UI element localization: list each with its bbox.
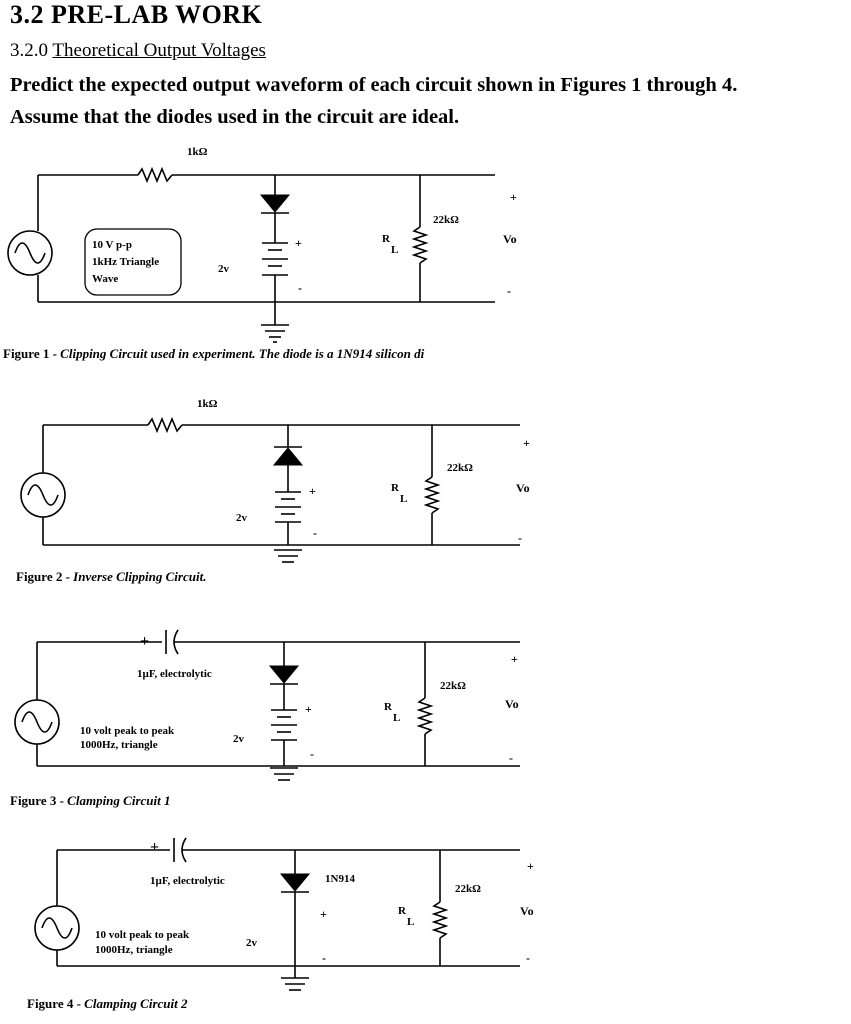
source-spec-line-3: Wave [92,273,118,285]
load-resistor-symbol [416,697,434,735]
figure-1-caption-text: Clipping Circuit used in experiment. The… [60,346,425,361]
vo-minus: - [518,531,522,545]
figure-1-caption: Figure 1 - Clipping Circuit used in expe… [3,346,424,362]
battery-minus: - [298,281,302,295]
ac-source-symbol [7,230,53,276]
vo-label: Vo [505,697,519,711]
vo-minus: - [509,751,513,765]
battery-label: 2v [218,263,230,275]
rl-label: R [398,905,407,917]
battery-label: 2v [246,937,258,949]
figure-3-caption: Figure 3 - Clamping Circuit 1 [10,793,170,809]
diode-symbol [272,447,304,466]
rl-value-label: 22kΩ [433,214,459,226]
battery-label: 2v [233,733,245,745]
resistor-label: 1kΩ [187,146,208,158]
source-spec-line-1: 10 volt peak to peak [95,929,190,941]
figure-4-caption-text: Clamping Circuit 2 [84,996,188,1011]
subsection-heading: 3.2.0 Theoretical Output Voltages [10,40,266,62]
rl-label: R [384,701,393,713]
battery-2v-symbol [271,702,297,766]
ground-symbol [270,767,298,781]
capacitor-plus: + [150,839,159,856]
figure-1-clipping-circuit: 10 V p-p 1kHz Triangle Wave 1kΩ 2v + - 2… [7,146,517,343]
load-resistor-symbol [411,226,429,264]
capacitor-label: 1µF, electrolytic [150,875,225,887]
vo-label: Vo [503,232,517,246]
ground-symbol [281,977,309,991]
diode-symbol [279,873,311,892]
section-title: 3.2 PRE-LAB WORK [10,0,263,29]
battery-plus: + [295,236,302,250]
rl-value-label: 22kΩ [455,883,481,895]
load-resistor-symbol [431,901,449,939]
source-spec-line-2: 1000Hz, triangle [95,944,173,956]
rl-value-label: 22kΩ [440,680,466,692]
resistor-1k-symbol [137,166,173,184]
vo-plus: + [511,652,518,666]
vo-label: Vo [520,904,534,918]
figure-2-caption-label: Figure 2 - [16,569,74,584]
figure-4-clamping-circuit-2: + 1µF, electrolytic 1N914 10 volt peak t… [34,837,534,991]
vo-label: Vo [516,481,530,495]
battery-plus: + [320,907,327,921]
figure-2-inverse-clipping-circuit: 1kΩ 2v + - 22kΩ R L + Vo - [20,398,530,563]
vo-plus: + [523,436,530,450]
vo-plus: + [510,190,517,204]
diode-label: 1N914 [325,873,355,885]
resistor-label: 1kΩ [197,398,218,410]
capacitor-label: 1µF, electrolytic [137,668,212,680]
ground-symbol [261,324,289,343]
rl-subscript: L [407,916,414,928]
source-spec-line-2: 1000Hz, triangle [80,739,158,751]
capacitor-plus: + [140,633,149,650]
figure-4-caption: Figure 4 - Clamping Circuit 2 [27,996,187,1012]
rl-subscript: L [391,244,398,256]
rl-subscript: L [400,493,407,505]
battery-2v-symbol [262,235,288,325]
battery-minus: - [310,747,314,761]
figure-3-caption-text: Clamping Circuit 1 [67,793,171,808]
source-spec-line-1: 10 volt peak to peak [80,725,175,737]
figure-3-caption-label: Figure 3 - [10,793,68,808]
figure-2-caption: Figure 2 - Inverse Clipping Circuit. [16,569,206,585]
battery-minus: - [313,526,317,540]
battery-label: 2v [236,512,248,524]
source-spec-line-1: 10 V p-p [92,239,132,251]
battery-2v-symbol [275,485,301,545]
vo-plus: + [527,859,534,873]
load-resistor-symbol [423,476,441,514]
diode-symbol [259,194,291,213]
battery-plus: + [305,702,312,716]
rl-label: R [382,233,391,245]
figure-1-caption-label: Figure 1 - [3,346,61,361]
rl-label: R [391,482,400,494]
instruction-line-1: Predict the expected output waveform of … [10,74,738,96]
diode-symbol [268,665,300,684]
source-spec-line-2: 1kHz Triangle [92,256,159,268]
rl-subscript: L [393,712,400,724]
vo-minus: - [507,284,511,298]
subsection-title: Theoretical Output Voltages [52,40,266,61]
battery-minus: - [322,951,326,965]
instruction-line-2: Assume that the diodes used in the circu… [10,106,460,128]
source-spec-box [84,228,182,296]
figure-2-caption-text: Inverse Clipping Circuit. [73,569,207,584]
battery-plus: + [309,484,316,498]
ground-symbol [274,549,302,563]
vo-minus: - [526,951,530,965]
rl-value-label: 22kΩ [447,462,473,474]
subsection-number: 3.2.0 [10,40,53,61]
resistor-1k-symbol [147,416,183,434]
figure-3-clamping-circuit-1: + 1µF, electrolytic 10 volt peak to peak… [14,629,520,781]
figure-4-caption-label: Figure 4 - [27,996,85,1011]
